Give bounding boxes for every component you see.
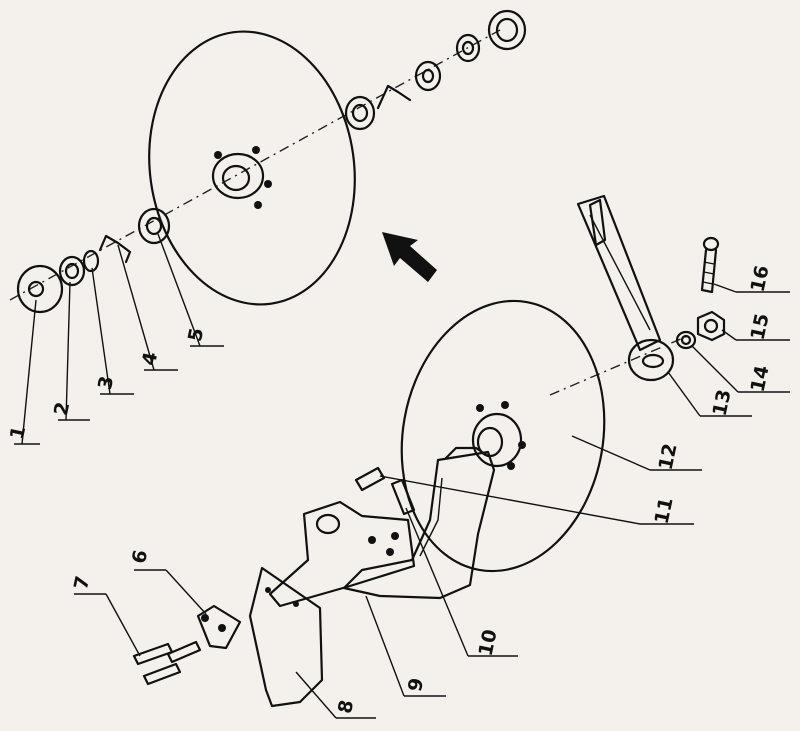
- part-7-bolts: [132, 640, 202, 686]
- mounting-arm: [576, 194, 662, 352]
- label-13: 13: [709, 388, 736, 418]
- bracket-bolt: [391, 532, 399, 540]
- hub-bolt-hole: [252, 146, 260, 154]
- label-8: 8: [334, 698, 358, 716]
- label-15: 15: [747, 312, 774, 342]
- upper-disc-axis: [9, 29, 501, 301]
- scraper-hole: [265, 587, 271, 593]
- label-14: 14: [747, 364, 774, 394]
- assembly-direction-arrow: [382, 232, 437, 282]
- upper-nut-right: [455, 33, 481, 63]
- label-12: 12: [655, 442, 682, 472]
- upper-lock-plate-right: [376, 84, 412, 110]
- hub-bolt-hole: [214, 151, 222, 159]
- lower-disc-hub: [471, 401, 526, 470]
- boot-rib: [419, 477, 443, 557]
- label-3: 3: [94, 374, 118, 392]
- arm-edge: [589, 214, 651, 331]
- plate-hole: [201, 614, 209, 622]
- label-6: 6: [128, 548, 152, 566]
- part-5-bearing: [137, 207, 171, 245]
- frame-bracket: [268, 500, 416, 608]
- part-6-bracket-plate: [196, 604, 242, 650]
- upper-bearing-right: [344, 95, 376, 131]
- bracket-bolt: [368, 536, 376, 544]
- lower-disc-axis: [549, 334, 691, 396]
- scraper-hole: [293, 601, 299, 607]
- bracket-hole: [315, 513, 341, 535]
- part-16-bolt: [700, 236, 720, 294]
- hub-bolt-hole: [254, 201, 262, 209]
- upper-disc-hub: [211, 152, 265, 200]
- plate-hole: [218, 624, 226, 632]
- label-11: 11: [651, 496, 678, 526]
- part-11-bolt: [354, 466, 386, 492]
- label-1: 1: [6, 424, 30, 442]
- upper-disc: [148, 30, 356, 306]
- leader-lines: [14, 233, 790, 719]
- arm-slot: [588, 198, 607, 247]
- boot-collar: [444, 446, 490, 460]
- part-13-collar: [627, 338, 675, 382]
- label-4: 4: [138, 350, 162, 368]
- part-12-disc: [400, 299, 606, 573]
- part-1-cap: [16, 264, 64, 314]
- part-2-nut: [58, 255, 86, 287]
- part-14-washer: [675, 330, 697, 350]
- part-4-lock-plate: [98, 234, 132, 264]
- upper-cap-right: [487, 9, 527, 51]
- upper-disc-hub-bore: [221, 164, 251, 192]
- label-9: 9: [404, 676, 428, 694]
- part-9-boot: [342, 450, 496, 600]
- hub-bolt-hole: [264, 180, 272, 188]
- part-3-washer: [82, 249, 100, 273]
- part-8-scraper: [248, 566, 324, 708]
- label-5: 5: [184, 326, 208, 344]
- label-16: 16: [747, 264, 774, 294]
- label-10: 10: [475, 628, 502, 658]
- bracket-bolt: [386, 548, 394, 556]
- upper-spacer: [414, 60, 442, 92]
- label-7: 7: [70, 574, 94, 592]
- label-2: 2: [50, 400, 74, 418]
- part-15-nut: [696, 310, 726, 342]
- part-10-pin: [390, 478, 416, 516]
